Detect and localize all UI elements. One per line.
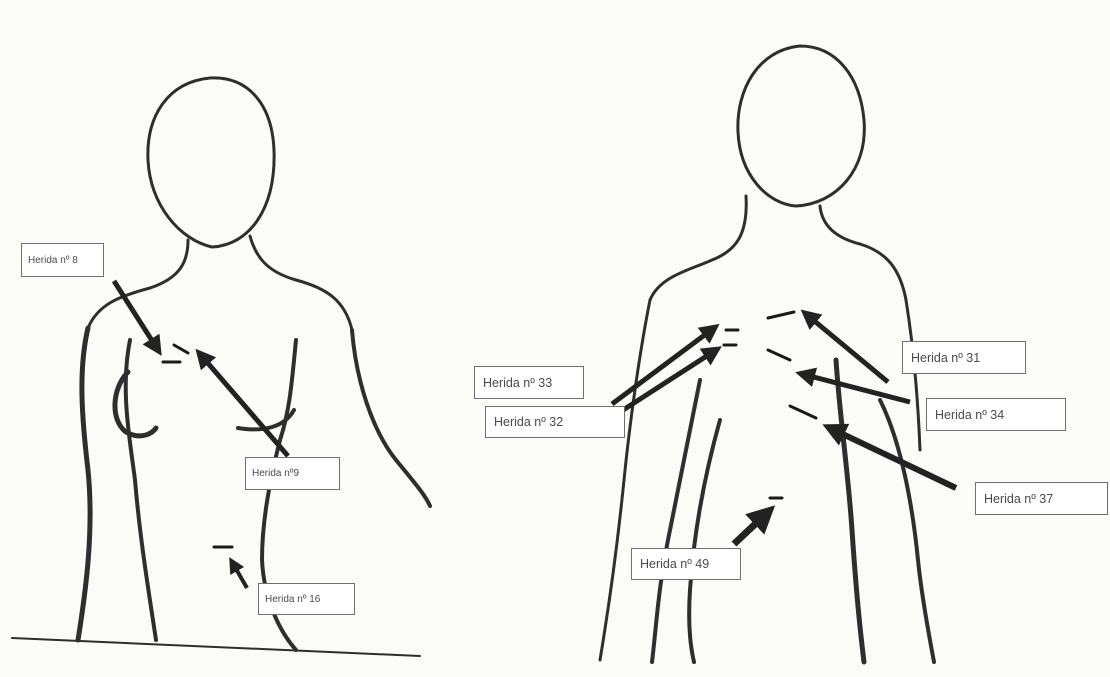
label-wound-33-text: Herida nº 33 xyxy=(483,376,552,390)
label-wound-37: Herida nº 37 xyxy=(975,482,1108,515)
left-right-arm xyxy=(352,330,430,506)
label-wound-49-text: Herida nº 49 xyxy=(640,557,709,571)
right-neck-left xyxy=(650,196,746,300)
wound-mark-9 xyxy=(174,345,188,353)
arrow-16 xyxy=(232,562,247,588)
left-neck-right xyxy=(250,236,352,330)
label-wound-9-text: Herida nº9 xyxy=(252,468,299,479)
right-arm-right-inner xyxy=(880,400,934,662)
right-arm-inner xyxy=(652,380,700,662)
label-wound-32: Herida nº 32 xyxy=(485,406,625,438)
label-wound-33: Herida nº 33 xyxy=(474,366,584,399)
label-wound-34-text: Herida nº 34 xyxy=(935,408,1004,422)
label-wound-34: Herida nº 34 xyxy=(926,398,1066,431)
label-wound-16-text: Herida nº 16 xyxy=(265,594,320,605)
label-wound-49: Herida nº 49 xyxy=(631,548,741,580)
left-body-figure xyxy=(12,78,430,656)
arrow-49 xyxy=(734,512,768,544)
right-arm-outer xyxy=(600,300,650,660)
label-wound-31-text: Herida nº 31 xyxy=(911,351,980,365)
left-breast xyxy=(115,372,156,436)
left-head-outline xyxy=(148,78,274,247)
label-wound-31: Herida nº 31 xyxy=(902,341,1026,374)
arrow-31 xyxy=(806,314,888,382)
wound-mark-31 xyxy=(768,312,794,318)
right-head-outline xyxy=(738,46,864,206)
wound-mark-34 xyxy=(768,350,790,360)
label-wound-32-text: Herida nº 32 xyxy=(494,415,563,429)
right-spine-right xyxy=(836,360,864,662)
left-arm-outer xyxy=(78,328,90,640)
right-neck-right xyxy=(820,206,906,300)
left-baseline xyxy=(12,638,420,656)
label-wound-8: Herida nº 8 xyxy=(21,243,104,277)
label-wound-8-text: Herida nº 8 xyxy=(28,255,78,266)
left-arm-inner xyxy=(126,340,156,640)
label-wound-37-text: Herida nº 37 xyxy=(984,492,1053,506)
wound-mark-37 xyxy=(790,406,816,418)
right-arm-right-outer xyxy=(906,300,920,450)
right-spine-left xyxy=(689,420,720,662)
arrow-34 xyxy=(802,374,910,402)
label-wound-16: Herida nº 16 xyxy=(258,583,355,615)
arrow-9 xyxy=(200,354,288,456)
label-wound-9: Herida nº9 xyxy=(245,457,340,490)
